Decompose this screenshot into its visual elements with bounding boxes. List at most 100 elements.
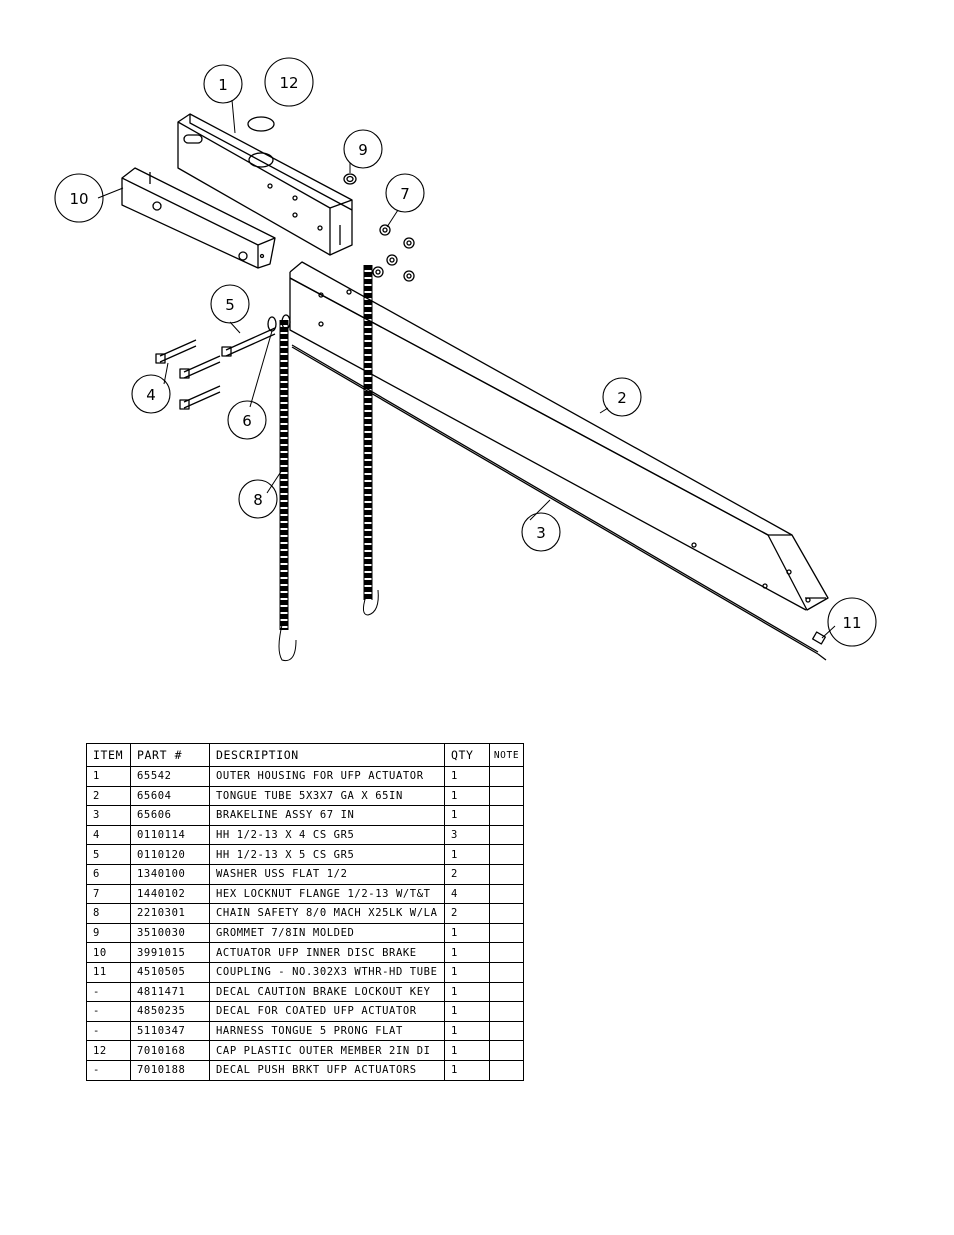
cell-description: HEX LOCKNUT FLANGE 1/2-13 W/T&T: [209, 883, 445, 905]
cell-part: 2210301: [130, 903, 210, 924]
cell-note: [489, 844, 524, 865]
balloon-label-5: 5: [225, 296, 235, 314]
cell-note: [489, 805, 524, 826]
cell-item: 3: [86, 805, 131, 826]
cell-note: [489, 766, 524, 787]
cell-description: HH 1/2-13 X 5 CS GR5: [209, 844, 445, 865]
cell-part: 4850235: [130, 1001, 210, 1022]
cell-description: HH 1/2-13 X 4 CS GR5: [209, 824, 445, 846]
cell-item: -: [86, 1020, 131, 1042]
cell-qty: 2: [444, 903, 490, 924]
cell-qty: 1: [444, 942, 490, 963]
cell-part: 4510505: [130, 961, 210, 983]
cell-qty: 1: [444, 844, 490, 865]
cell-description: DECAL CAUTION BRAKE LOCKOUT KEY: [209, 981, 445, 1003]
balloon-label-12: 12: [279, 74, 298, 92]
cell-item: 9: [86, 922, 131, 944]
exploded-assembly-drawing: 1 12 9 7 10 5 4 6 8 2 3 11: [54, 57, 877, 662]
cell-qty: 1: [444, 961, 490, 983]
cell-item: 1: [86, 766, 131, 787]
cell-description: ACTUATOR UFP INNER DISC BRAKE: [209, 942, 445, 963]
cell-part: 7010168: [130, 1040, 210, 1061]
cell-description: DECAL FOR COATED UFP ACTUATOR: [209, 1001, 445, 1022]
cell-qty: 1: [444, 785, 490, 807]
cell-note: [489, 1020, 524, 1042]
cell-qty: 1: [444, 1001, 490, 1022]
plastic-cap-part: [247, 116, 275, 132]
balloon-label-11: 11: [842, 614, 861, 632]
cell-description: TONGUE TUBE 5X3X7 GA X 65IN: [209, 785, 445, 807]
cell-note: [489, 785, 524, 807]
cell-description: OUTER HOUSING FOR UFP ACTUATOR: [209, 766, 445, 787]
cell-item: 12: [86, 1040, 131, 1061]
cell-qty: 3: [444, 824, 490, 846]
cell-item: 8: [86, 903, 131, 924]
cell-qty: 4: [444, 883, 490, 905]
bom-header-row: ITEM PART # DESCRIPTION QTY NOTE: [86, 743, 524, 767]
header-note: NOTE: [489, 743, 524, 767]
cell-item: 7: [86, 883, 131, 905]
cell-description: CAP PLASTIC OUTER MEMBER 2IN DI: [209, 1040, 445, 1061]
balloon-label-8: 8: [253, 491, 263, 509]
cell-note: [489, 942, 524, 963]
bolts-part: [155, 327, 276, 410]
tongue-tube-part: [289, 261, 829, 611]
cell-note: [489, 903, 524, 924]
balloon-label-7: 7: [400, 185, 410, 203]
balloon-label-2: 2: [617, 389, 627, 407]
cell-item: 2: [86, 785, 131, 807]
balloon-label-3: 3: [536, 524, 546, 542]
brakeline-part: [291, 344, 827, 661]
cell-part: 65604: [130, 785, 210, 807]
safety-chains-part: [278, 265, 379, 662]
cell-description: GROMMET 7/8IN MOLDED: [209, 922, 445, 944]
balloon-label-6: 6: [242, 412, 252, 430]
cell-qty: 1: [444, 1020, 490, 1042]
cell-part: 5110347: [130, 1020, 210, 1042]
cell-description: DECAL PUSH BRKT UFP ACTUATORS: [209, 1059, 445, 1081]
cell-qty: 2: [444, 863, 490, 885]
cell-part: 4811471: [130, 981, 210, 1003]
cell-note: [489, 1059, 524, 1081]
locknuts-part: [372, 224, 415, 282]
cell-description: WASHER USS FLAT 1/2: [209, 863, 445, 885]
cell-description: BRAKELINE ASSY 67 IN: [209, 805, 445, 826]
cell-note: [489, 981, 524, 1003]
cell-part: 3991015: [130, 942, 210, 963]
cell-item: -: [86, 1059, 131, 1081]
balloon-label-9: 9: [358, 141, 368, 159]
cell-part: 7010188: [130, 1059, 210, 1081]
header-part-number: PART #: [130, 743, 210, 767]
cell-item: 11: [86, 961, 131, 983]
header-item: ITEM: [86, 743, 131, 767]
cell-note: [489, 883, 524, 905]
balloon-label-1: 1: [218, 76, 228, 94]
inner-actuator-part: [121, 167, 276, 269]
cell-part: 0110120: [130, 844, 210, 865]
cell-qty: 1: [444, 805, 490, 826]
balloon-label-10: 10: [69, 190, 88, 208]
balloon-label-4: 4: [146, 386, 156, 404]
cell-qty: 1: [444, 766, 490, 787]
cell-note: [489, 1001, 524, 1022]
cell-item: 10: [86, 942, 131, 963]
cell-qty: 1: [444, 922, 490, 944]
cell-note: [489, 1040, 524, 1061]
cell-item: 5: [86, 844, 131, 865]
